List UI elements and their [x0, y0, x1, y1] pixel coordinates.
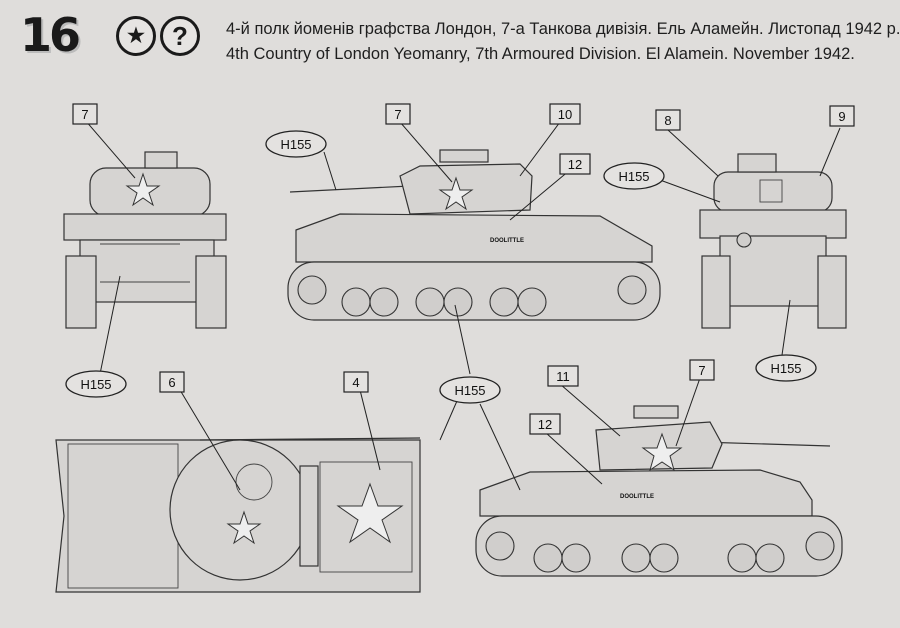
step-number: 16	[20, 8, 81, 62]
paint-label-top: H155	[439, 376, 501, 404]
side-view-lower: DOOLITTLE	[475, 405, 843, 577]
paint-label-side: H155	[265, 130, 327, 158]
leader-lines	[84, 119, 841, 491]
callout-top-6: 6	[159, 371, 185, 393]
tank-name-marking-side: DOOLITTLE	[490, 238, 524, 244]
svg-text:12: 12	[538, 417, 552, 432]
callout-top-4: 4	[343, 371, 369, 393]
callout-side-12: 12	[559, 153, 591, 175]
callout-side2-7: 7	[689, 359, 715, 381]
svg-text:H155: H155	[280, 137, 311, 152]
svg-text:6: 6	[168, 375, 175, 390]
caption-ukrainian: 4-й полк йоменів графства Лондон, 7-а Та…	[226, 20, 900, 38]
paint-label-front-bottom: H155	[65, 370, 127, 398]
front-view	[63, 151, 227, 329]
svg-text:7: 7	[698, 363, 705, 378]
step-header: 16 ★ ? 4-й полк йоменів графства Лондон,…	[0, 0, 900, 80]
svg-text:8: 8	[664, 113, 671, 128]
svg-text:H155: H155	[770, 361, 801, 376]
rear-view	[699, 153, 847, 329]
question-icon: ?	[160, 16, 200, 56]
svg-text:7: 7	[394, 107, 401, 122]
svg-text:11: 11	[556, 369, 570, 384]
paint-icon: ★	[116, 16, 156, 56]
svg-text:4: 4	[352, 375, 359, 390]
svg-text:12: 12	[568, 157, 582, 172]
callout-side-10: 10	[549, 103, 581, 125]
svg-text:7: 7	[81, 107, 88, 122]
callout-side-7: 7	[385, 103, 411, 125]
svg-text:9: 9	[838, 109, 845, 124]
callout-side2-11: 11	[547, 365, 579, 387]
callout-front-7: 7	[72, 103, 98, 125]
side-view: DOOLITTLE	[287, 149, 661, 321]
paint-label-rear-bottom: H155	[755, 354, 817, 382]
tank-name-marking-lower: DOOLITTLE	[620, 494, 654, 500]
svg-text:H155: H155	[618, 169, 649, 184]
svg-text:10: 10	[558, 107, 572, 122]
svg-text:H155: H155	[80, 377, 111, 392]
paint-label-rear: H155	[603, 162, 665, 190]
callout-rear-9: 9	[829, 105, 855, 127]
top-view	[55, 437, 421, 593]
svg-text:H155: H155	[454, 383, 485, 398]
callout-rear-8: 8	[655, 109, 681, 131]
caption-english: 4th Country of London Yeomanry, 7th Armo…	[226, 45, 855, 63]
callout-side2-12: 12	[529, 413, 561, 435]
